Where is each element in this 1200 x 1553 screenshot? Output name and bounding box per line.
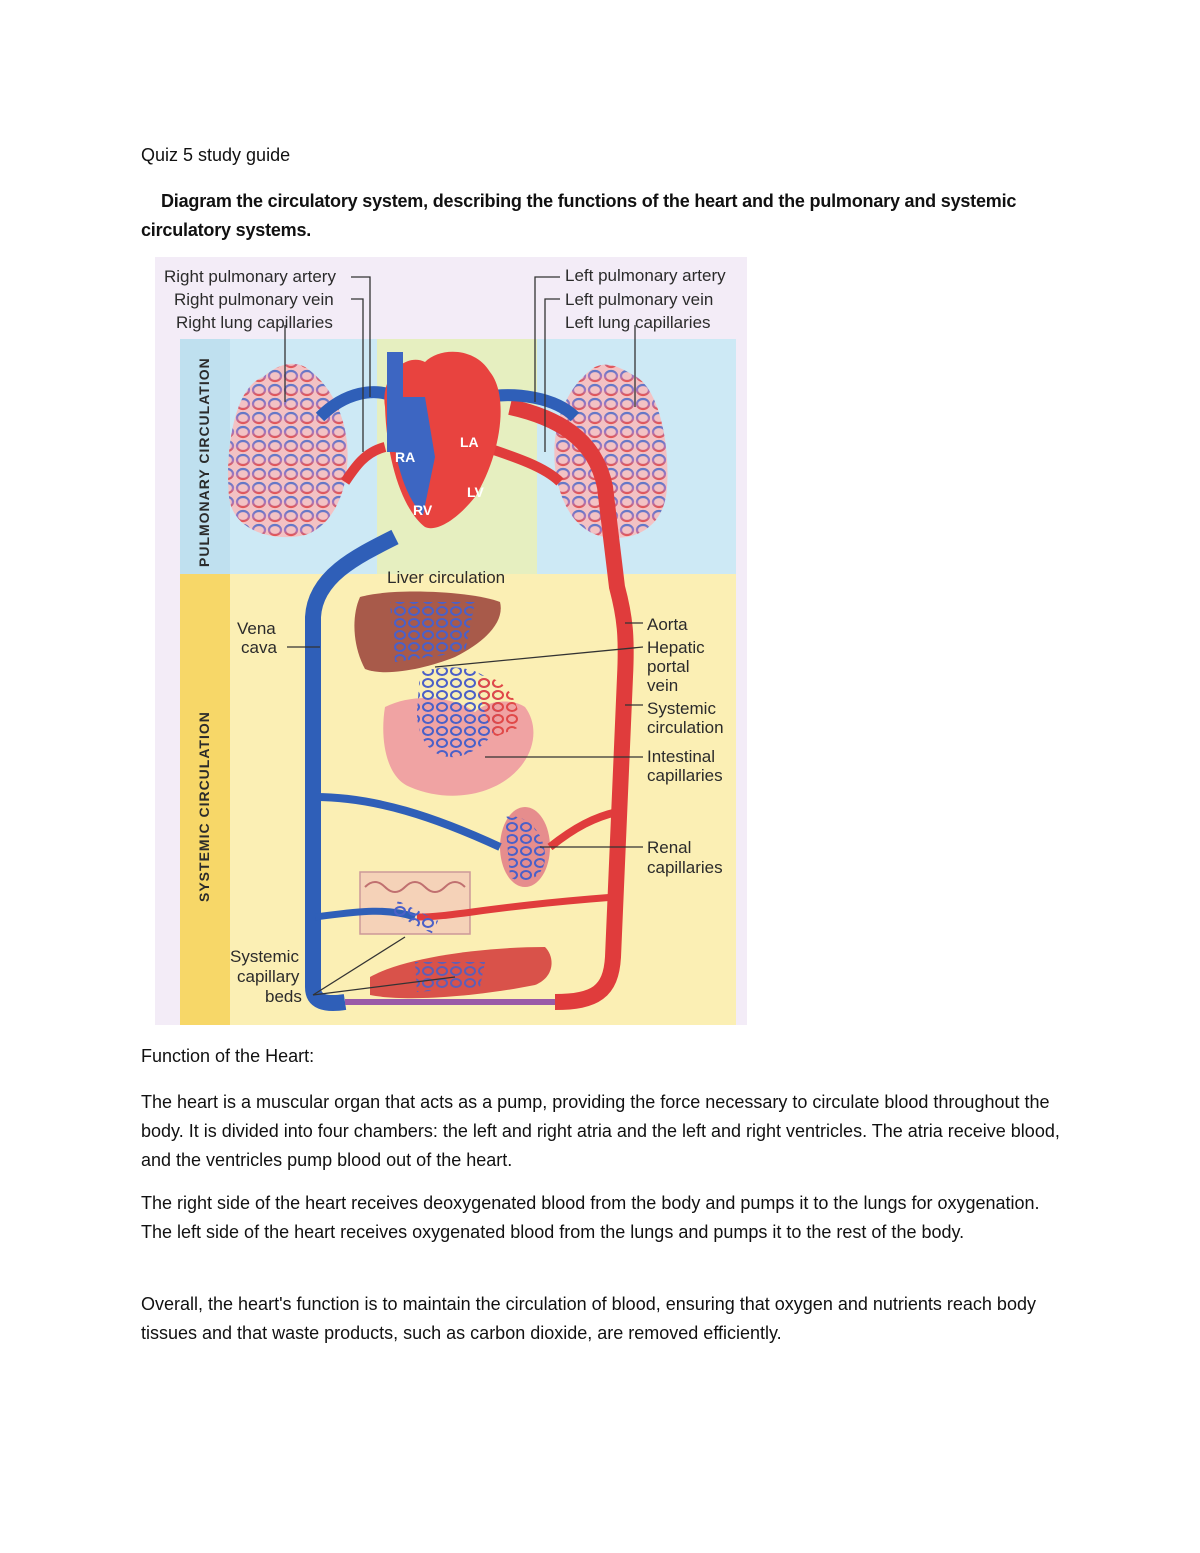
label-renal-line1: Renal [647,838,691,857]
section-heading: Diagram the circulatory system, describi… [141,191,1017,240]
aorta-vessel [508,399,634,1010]
label-hepatic-line2: portal [647,657,690,676]
label-left-lung-capillaries: Left lung capillaries [565,313,711,332]
chamber-lv: LV [467,484,485,500]
label-right-pulmonary-artery: Right pulmonary artery [164,267,336,286]
label-capillary-beds-line3: beds [265,987,302,1006]
heart-function-label: Function of the Heart: [141,1046,315,1066]
paragraph-1: The heart is a muscular organ that acts … [141,1092,1060,1170]
document-title: Quiz 5 study guide [141,145,291,165]
pulmonary-side-label: PULMONARY CIRCULATION [196,357,212,567]
label-intestinal-line2: capillaries [647,766,723,785]
chamber-rv: RV [413,502,433,518]
systemic-side-bar [180,574,230,1025]
label-capillary-beds-line2: capillary [237,967,300,986]
label-left-pulmonary-artery: Left pulmonary artery [565,266,726,285]
vena-cava-vessel [305,529,399,1012]
label-capillary-beds-line1: Systemic [230,947,299,966]
label-renal-line2: capillaries [647,858,723,877]
label-aorta: Aorta [647,615,688,634]
diagram-svg: PULMONARY CIRCULATION SYSTEMIC CIRCULATI… [155,257,747,1025]
label-intestinal-line1: Intestinal [647,747,715,766]
label-systemic-circulation-line2: circulation [647,718,724,737]
label-hepatic-line3: vein [647,676,678,695]
chamber-ra: RA [395,449,415,465]
label-hepatic-line1: Hepatic [647,638,705,657]
label-vena-cava-line2: cava [241,638,277,657]
label-systemic-circulation-line1: Systemic [647,699,716,718]
label-vena-cava-line1: Vena [237,619,276,638]
label-right-pulmonary-vein: Right pulmonary vein [174,290,334,309]
label-liver-circulation: Liver circulation [387,568,505,587]
systemic-side-label: SYSTEMIC CIRCULATION [196,711,212,902]
circulatory-system-diagram: PULMONARY CIRCULATION SYSTEMIC CIRCULATI… [155,257,747,1025]
label-left-pulmonary-vein: Left pulmonary vein [565,290,713,309]
paragraph-2: The right side of the heart receives deo… [141,1193,1040,1242]
chamber-la: LA [460,434,479,450]
label-right-lung-capillaries: Right lung capillaries [176,313,333,332]
paragraph-3: Overall, the heart's function is to main… [141,1294,1036,1343]
